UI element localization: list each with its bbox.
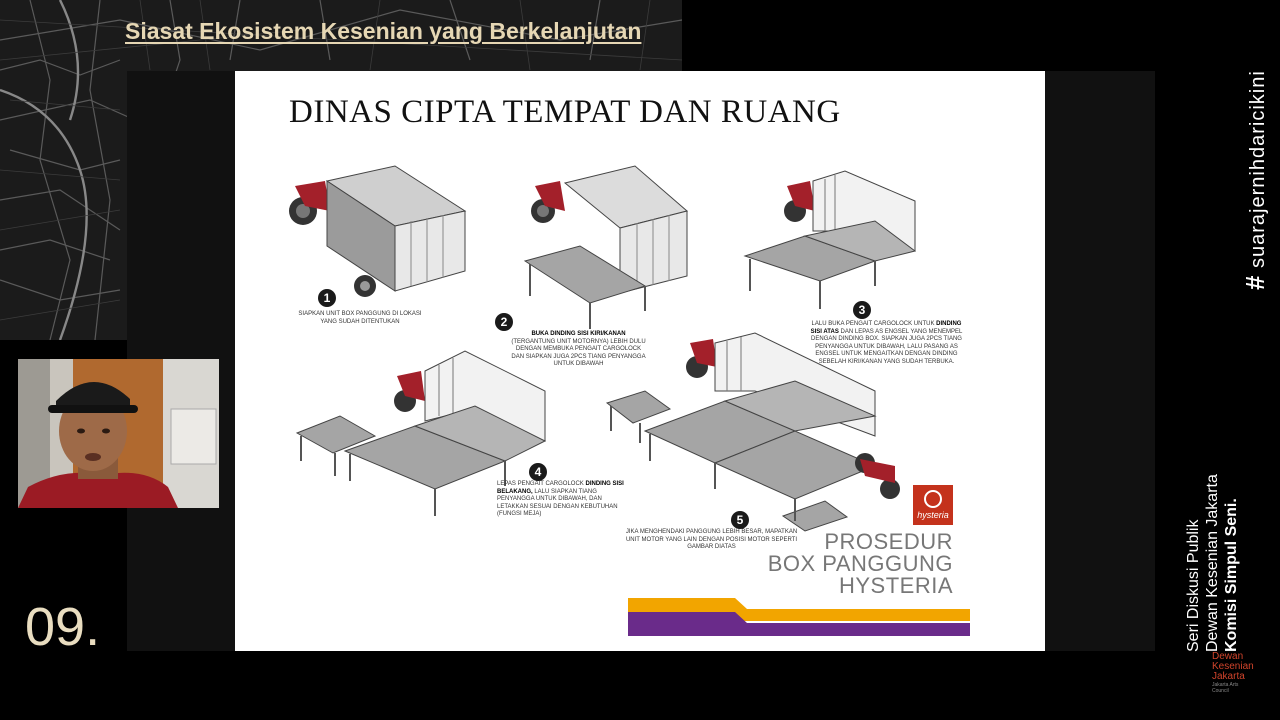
step-2-number: 2: [495, 313, 513, 331]
step-3-number: 3: [853, 301, 871, 319]
slide-title: DINAS CIPTA TEMPAT DAN RUANG: [289, 94, 841, 130]
presentation-title: Siasat Ekosistem Kesenian yang Berkelanj…: [125, 18, 642, 44]
event-info: Seri Diskusi Publik Dewan Kesenian Jakar…: [1185, 474, 1240, 652]
brand-stripes: [628, 598, 970, 636]
presentation-slide: DINAS CIPTA TEMPAT DAN RUANG: [235, 71, 1045, 651]
step-3-illustration: [743, 170, 917, 309]
step-5-text: Jika menghendaki panggung lebih besar, m…: [625, 529, 798, 550]
step-5-number: 5: [731, 511, 749, 529]
hash-symbol: #: [1240, 274, 1270, 290]
hashtag-text: # suarajernihdaricikini: [1240, 70, 1270, 290]
dkj-logo: Dewan Kesenian Jakarta Jakarta Arts Coun…: [1212, 651, 1254, 695]
step-1-number: 1: [318, 289, 336, 307]
step-3-text: Lalu buka pengait cargolock untuk dindin…: [810, 321, 963, 365]
slide-number: 09.: [25, 597, 101, 657]
speaker-video-frame: [18, 359, 219, 508]
stage-illustrations: [289, 165, 970, 636]
step-2-text: Buka dinding sisi kiri/kanan (tergantung…: [511, 331, 646, 367]
hysteria-logo-mark-icon: [924, 490, 942, 508]
prosedur-caption: PROSEDUR BOX PANGGUNG HYSTERIA: [767, 529, 953, 598]
step-2-illustration: [523, 165, 689, 329]
step-4-text: Lepas pengait cargolock dinding sisi bel…: [497, 481, 624, 517]
step-4-number: 4: [529, 463, 547, 481]
step-1-illustration: [289, 165, 467, 297]
step-5-illustration: [605, 332, 900, 532]
hysteria-logo: hysteria: [913, 485, 953, 525]
step-1-text: Siapkan unit box panggung di lokasi yang…: [298, 311, 422, 325]
speaker-webcam: [18, 359, 219, 508]
step-4-illustration: [295, 350, 547, 516]
